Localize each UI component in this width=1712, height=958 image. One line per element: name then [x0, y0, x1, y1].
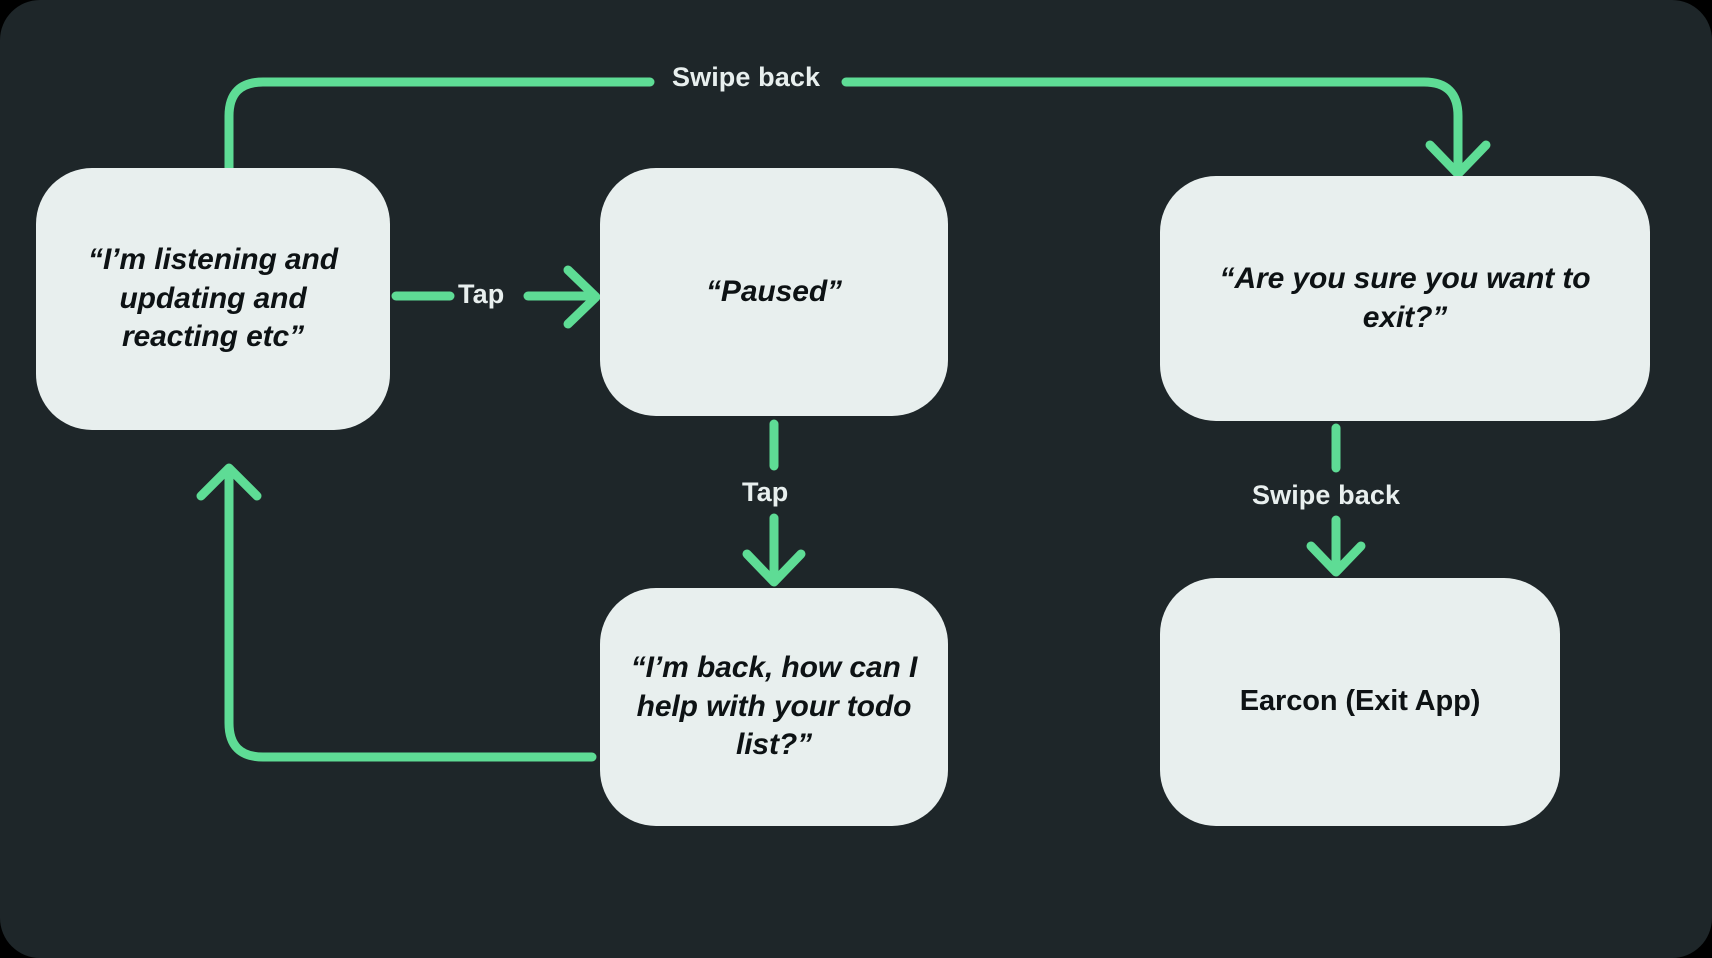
edge-listening-to-confirm [224, 77, 1491, 179]
node-earcon[interactable]: Earcon (Exit App) [1160, 578, 1560, 826]
node-back[interactable]: “I’m back, how can I help with your todo… [600, 588, 948, 826]
node-confirm-exit-label: “Are you sure you want to exit?” [1219, 262, 1591, 334]
edge-label-tap-right: Tap [458, 279, 505, 309]
edge-back-to-listening [196, 463, 597, 762]
edge-label-tap-down: Tap [742, 477, 789, 507]
edge-label-swipe-back-top: Swipe back [672, 62, 821, 92]
node-earcon-label: Earcon (Exit App) [1239, 685, 1481, 718]
edge-label-swipe-back-right: Swipe back [1252, 480, 1401, 510]
node-listening[interactable]: “I’m listening and updating and reacting… [36, 168, 390, 430]
node-confirm-exit[interactable]: “Are you sure you want to exit?” [1160, 176, 1650, 421]
node-listening-label: “I’m listening and updating and reacting… [88, 243, 338, 354]
node-paused[interactable]: “Paused” [600, 168, 948, 416]
node-paused-label: “Paused” [706, 274, 842, 308]
node-back-label: “I’m back, how can I help with your todo… [630, 651, 918, 762]
